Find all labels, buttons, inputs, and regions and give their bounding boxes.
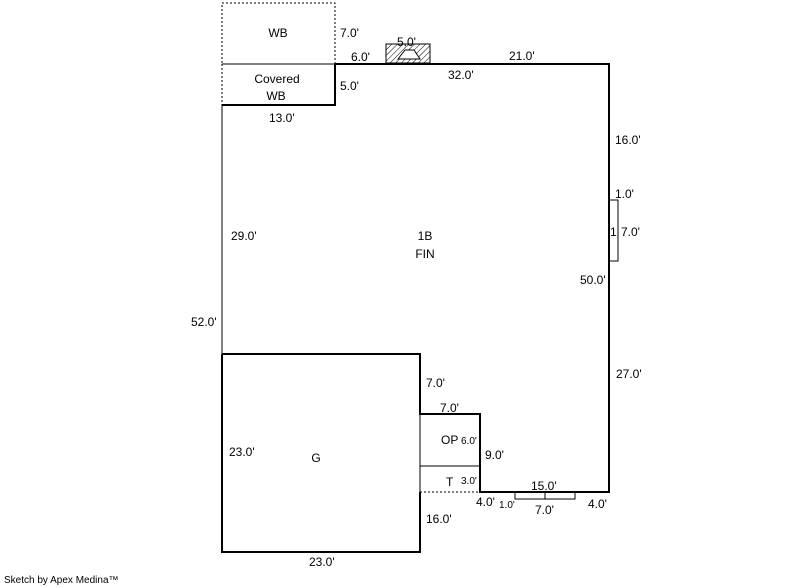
dim-bottom-4-left: 4.0' [476, 495, 495, 509]
dim-op-6: 6.0' [461, 436, 477, 447]
dim-bottom-4-right: 4.0' [588, 497, 607, 511]
dim-top-21: 21.0' [509, 49, 535, 63]
wb-label: WB [268, 26, 287, 40]
dim-bottom-1: 1.0' [499, 500, 515, 511]
dim-covered-5: 5.0' [340, 79, 359, 93]
dim-garage-23-left: 23.0' [229, 445, 255, 459]
dim-bay-7: 7.0' [621, 225, 640, 239]
dim-top-6: 6.0' [351, 50, 370, 64]
t-label: T [446, 475, 454, 489]
main-house-wall [222, 63, 610, 493]
covered-label-line2: WB [266, 89, 285, 103]
dim-bay-1: 1.0' [615, 187, 634, 201]
dim-covered-13: 13.0' [269, 111, 295, 125]
garage-wall [221, 354, 421, 553]
dim-right-50: 50.0' [580, 273, 606, 287]
dim-bottom-7: 7.0' [535, 503, 554, 517]
dim-right-27: 27.0' [616, 367, 642, 381]
dim-top-32: 32.0' [448, 68, 474, 82]
dim-op-9: 9.0' [485, 448, 504, 462]
wb-area-outline [221, 2, 336, 65]
main-label-line1: 1B [418, 229, 433, 243]
dim-right-16: 16.0' [615, 133, 641, 147]
dim-chimney: 5.0' [397, 35, 416, 49]
dim-garage-23-bottom: 23.0' [309, 555, 335, 569]
dim-t-3: 3.0' [461, 476, 477, 487]
bay-window [609, 199, 619, 262]
dim-step-7: 7.0' [426, 376, 445, 390]
garage-label: G [311, 451, 320, 465]
dim-wb-depth: 7.0' [340, 26, 359, 40]
dim-garage-16: 16.0' [426, 512, 452, 526]
main-label-line2: FIN [415, 247, 434, 261]
dim-bottom-15: 15.0' [531, 479, 557, 493]
dim-left-52: 52.0' [191, 315, 217, 329]
covered-wb-wall [222, 64, 336, 106]
sketch-credit: Sketch by Apex Medina™ [4, 575, 119, 586]
covered-label-line1: Covered [254, 72, 299, 86]
chimney-icon [385, 43, 431, 64]
dim-bay-1-inner: 1 [610, 225, 617, 239]
op-label: OP [441, 433, 458, 447]
dim-left-29: 29.0' [231, 229, 257, 243]
dim-op-7: 7.0' [440, 401, 459, 415]
